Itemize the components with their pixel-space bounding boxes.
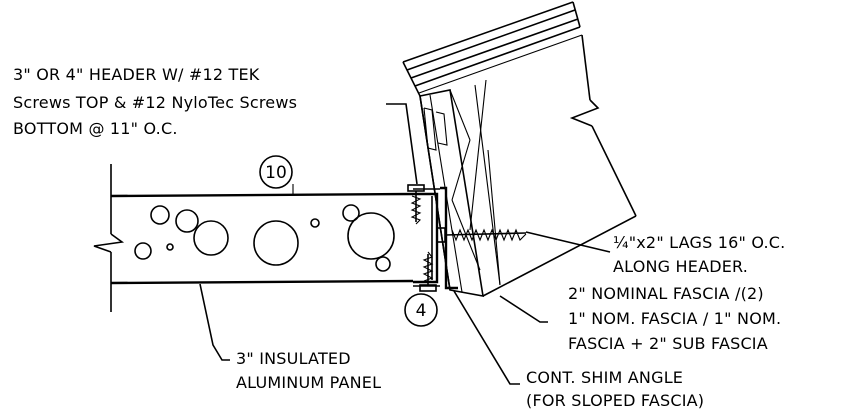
- note-fascia-line-3: FASCIA + 2" SUB FASCIA: [568, 334, 768, 353]
- callout-4-label: 4: [416, 301, 427, 321]
- note-fascia-line-1: 2" NOMINAL FASCIA /(2): [568, 284, 764, 303]
- note-fascia: 2" NOMINAL FASCIA /(2) 1" NOM. FASCIA / …: [568, 284, 781, 353]
- nylotec-screw-bottom: [419, 251, 437, 292]
- note-panel-line-2: ALUMINUM PANEL: [236, 373, 381, 392]
- note-shim-line-1: CONT. SHIM ANGLE: [526, 368, 683, 387]
- lag-screw: [436, 227, 527, 243]
- note-header: 3" OR 4" HEADER W/ #12 TEK Screws TOP & …: [13, 65, 297, 138]
- note-shim-line-2: (FOR SLOPED FASCIA): [526, 391, 704, 410]
- note-shim: CONT. SHIM ANGLE (FOR SLOPED FASCIA): [526, 368, 704, 410]
- tek-screw-top: [407, 184, 425, 225]
- leader-lines: [199, 103, 611, 385]
- note-panel: 3" INSULATED ALUMINUM PANEL: [236, 349, 381, 392]
- note-lags-line-1: ¼"x2" LAGS 16" O.C.: [613, 233, 785, 252]
- callout-4: 4: [404, 293, 438, 327]
- aluminum-panel: [93, 164, 414, 312]
- note-fascia-line-2: 1" NOM. FASCIA / 1" NOM.: [568, 309, 781, 328]
- note-header-line-2: Screws TOP & #12 NyloTec Screws: [13, 93, 297, 112]
- note-header-line-1: 3" OR 4" HEADER W/ #12 TEK: [13, 65, 260, 84]
- callout-10-label: 10: [265, 163, 287, 183]
- callout-10: 10: [259, 155, 293, 189]
- note-lags-line-2: ALONG HEADER.: [613, 257, 748, 276]
- note-lags: ¼"x2" LAGS 16" O.C. ALONG HEADER.: [613, 233, 785, 276]
- note-header-line-3: BOTTOM @ 11" O.C.: [13, 119, 178, 138]
- header-channel: [413, 186, 458, 290]
- note-panel-line-1: 3" INSULATED: [236, 349, 351, 368]
